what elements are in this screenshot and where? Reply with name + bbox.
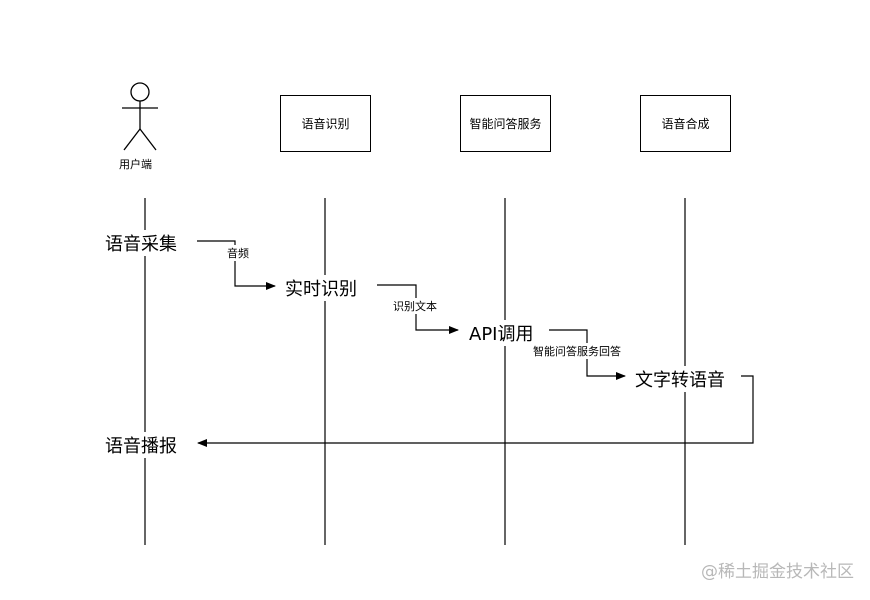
participant-speech-synthesis: 语音合成 — [640, 95, 731, 152]
participant-speech-recognition: 语音识别 — [280, 95, 371, 152]
step-voice-playback: 语音播报 — [105, 432, 177, 458]
watermark: @稀土掘金技术社区 — [701, 562, 854, 582]
edge-audio — [197, 240, 276, 290]
participant-label: 智能问答服务 — [469, 117, 542, 131]
edge-label-audio: 音频 — [227, 245, 249, 261]
edge-playback — [197, 375, 754, 447]
step-realtime-recognition: 实时识别 — [285, 275, 357, 301]
participant-qa-service: 智能问答服务 — [460, 95, 551, 152]
step-voice-capture: 语音采集 — [105, 230, 177, 256]
step-api-call: API调用 — [469, 320, 534, 346]
edge-label-recognized-text: 识别文本 — [393, 298, 437, 314]
edge-label-qa-answer: 智能问答服务回答 — [533, 343, 621, 359]
step-text-to-speech: 文字转语音 — [635, 366, 725, 392]
actor-label: 用户端 — [119, 158, 152, 171]
participant-label: 语音合成 — [661, 117, 710, 131]
participant-label: 语音识别 — [301, 117, 350, 131]
actor-figure — [122, 82, 158, 151]
